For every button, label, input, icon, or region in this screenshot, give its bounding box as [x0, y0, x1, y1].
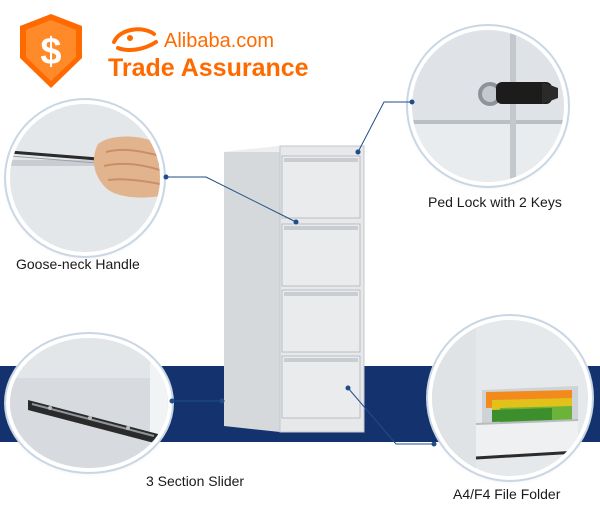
drawer-3	[281, 289, 361, 353]
slider-label: 3 Section Slider	[146, 473, 245, 489]
badge-symbol: $	[40, 31, 61, 73]
goose-neck-handle-icon	[10, 104, 160, 252]
lock-key-icon	[412, 30, 564, 182]
drawer-2	[281, 223, 361, 287]
trade-assurance-shield-icon: $	[12, 12, 90, 90]
handle-closeup	[10, 104, 160, 252]
lock-label: Ped Lock with 2 Keys	[428, 194, 562, 210]
trade-assurance-title: Trade Assurance	[108, 54, 309, 82]
drawer-slider-icon	[10, 338, 168, 468]
alibaba-logo: Alibaba.com Trade Assurance	[100, 18, 310, 88]
lock-closeup	[412, 30, 564, 182]
handle-label: Goose-neck Handle	[16, 256, 140, 272]
brand-name: Alibaba.com	[164, 30, 275, 52]
filing-cabinet	[224, 145, 365, 433]
folder-label: A4/F4 File Folder	[453, 486, 561, 502]
lock-icon	[355, 149, 361, 155]
drawer-4	[281, 355, 361, 419]
drawer-1	[281, 155, 361, 219]
alibaba-smile-icon	[112, 27, 158, 52]
file-folder-icon	[432, 320, 588, 476]
folder-closeup	[432, 320, 588, 476]
slider-closeup	[10, 338, 168, 468]
